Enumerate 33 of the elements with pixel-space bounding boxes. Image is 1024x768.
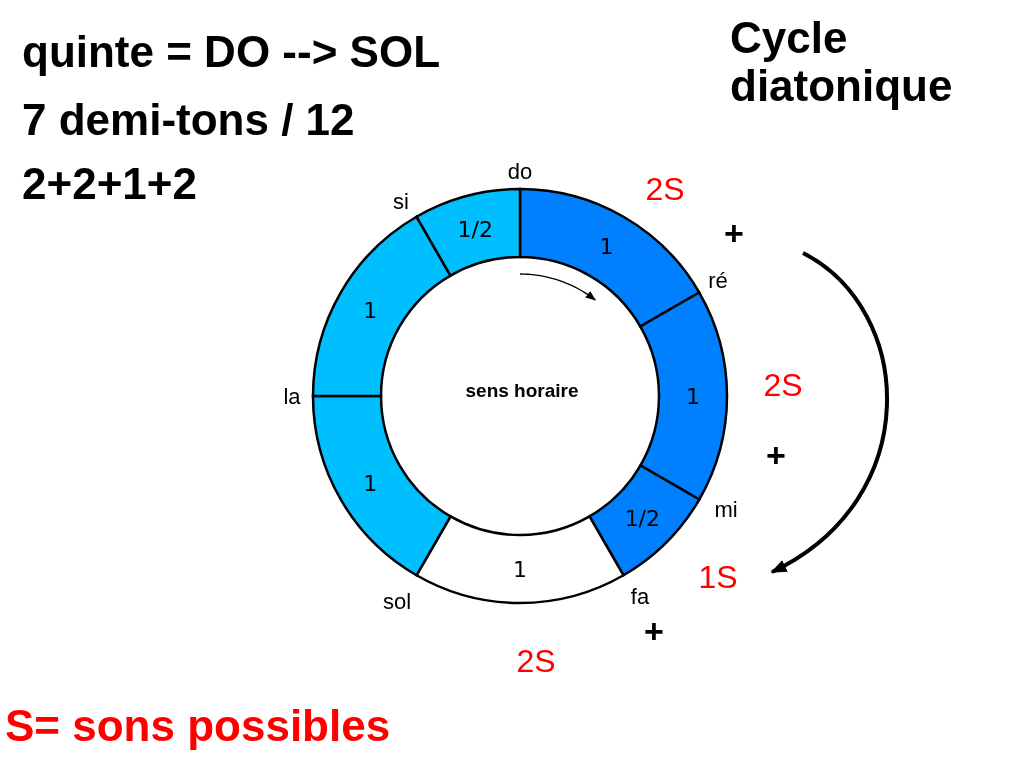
note-name: do <box>507 159 533 185</box>
note-name: si <box>393 189 409 215</box>
ring-segment <box>639 291 728 501</box>
interval-value: 1 <box>513 557 527 582</box>
sound-count: 2S <box>516 644 556 680</box>
ring-segment <box>415 187 522 277</box>
note-name: mi <box>714 497 738 523</box>
interval-value: 1/2 <box>457 216 493 242</box>
formula-text: 2+2+1+2 <box>22 160 197 209</box>
note-name: ré <box>708 268 728 294</box>
ring-segment <box>588 464 701 577</box>
ring-segment <box>415 515 625 604</box>
note-name: sol <box>382 589 412 615</box>
plus-sign: + <box>766 437 786 475</box>
sound-count: 2S <box>763 368 803 404</box>
title-text: quinte = DO --> SOL <box>22 28 441 77</box>
note-name: la <box>283 384 301 410</box>
ring-segment <box>311 394 452 577</box>
note-name: fa <box>630 584 650 610</box>
legend-note: S= sons possibles <box>5 702 391 751</box>
subtitle-text: 7 demi-tons / 12 <box>22 96 355 145</box>
center-caption: sens horaire <box>465 380 579 402</box>
sound-count: 1S <box>698 560 738 596</box>
title-text: Cycle diatonique <box>730 14 954 111</box>
sound-count: 2S <box>645 172 685 208</box>
interval-value: 1 <box>363 470 378 496</box>
ring-segment <box>311 215 452 398</box>
interval-value: 1 <box>363 297 378 323</box>
interval-value: 1 <box>599 234 614 260</box>
interval-value: 1 <box>686 384 700 409</box>
plus-sign: + <box>724 215 744 253</box>
interval-value: 1/2 <box>624 506 661 532</box>
plus-sign: + <box>644 613 664 651</box>
